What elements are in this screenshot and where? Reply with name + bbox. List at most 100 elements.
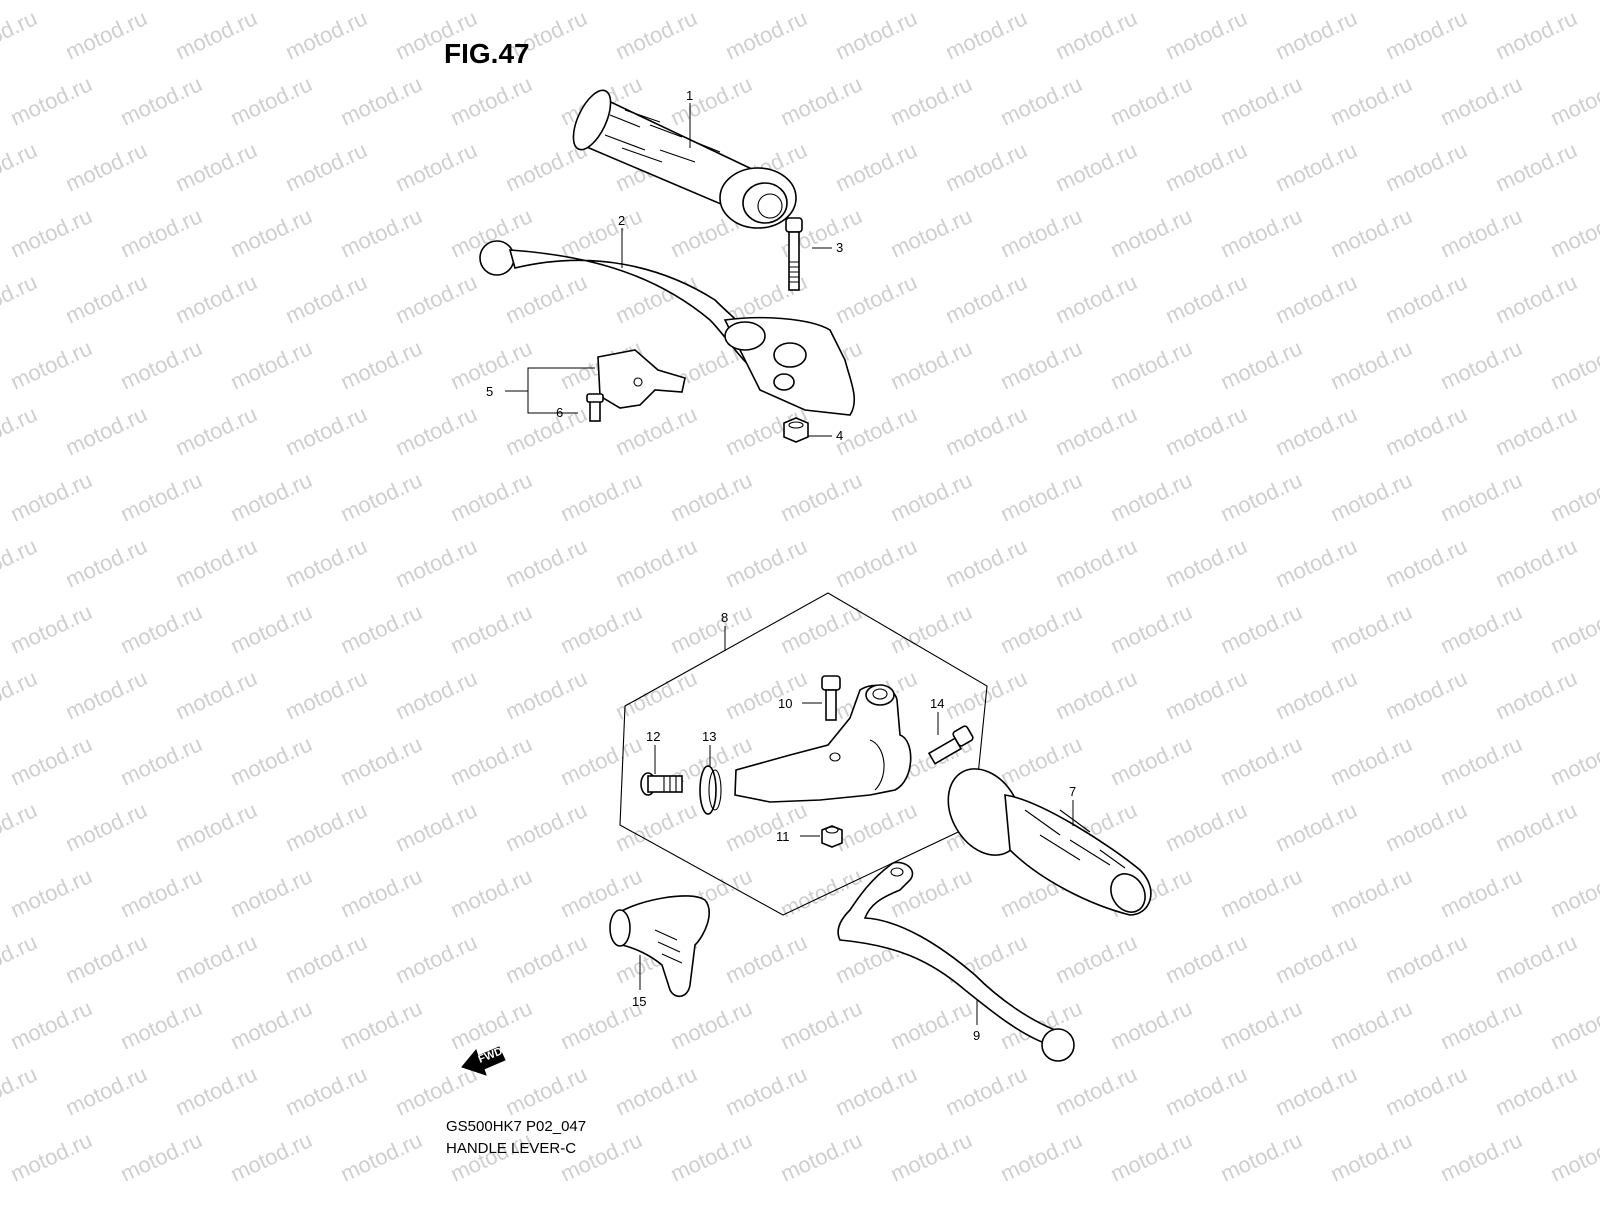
- watermark-text: motod.ru: [667, 995, 756, 1054]
- callout-10: 10: [778, 696, 792, 711]
- watermark-text: motod.ru: [227, 335, 316, 394]
- watermark-text: motod.ru: [612, 1061, 701, 1120]
- watermark-text: motod.ru: [942, 1061, 1031, 1120]
- watermark-text: motod.ru: [1162, 269, 1251, 328]
- watermark-text: motod.ru: [227, 863, 316, 922]
- watermark-text: motod.ru: [7, 71, 96, 130]
- watermark-text: motod.ru: [1217, 599, 1306, 658]
- watermark-text: motod.ru: [887, 995, 976, 1054]
- watermark-text: motod.ru: [1382, 1061, 1471, 1120]
- callout-11: 11: [776, 829, 790, 844]
- watermark-layer: motod.ru motod.ru motod.ru motod.ru motod.ru…: [0, 5, 1600, 1186]
- screw-icon: [586, 393, 604, 422]
- callout-8: 8: [721, 610, 728, 625]
- watermark-text: motod.ru: [612, 533, 701, 592]
- watermark-text: motod.ru: [1052, 269, 1141, 328]
- watermark-text: motod.ru: [62, 137, 151, 196]
- watermark-text: motod.ru: [172, 1061, 261, 1120]
- watermark-text: motod.ru: [1107, 71, 1196, 130]
- lever-holder-icon: [734, 684, 912, 803]
- watermark-text: motod.ru: [1217, 203, 1306, 262]
- watermark-text: motod.ru: [557, 203, 646, 262]
- watermark-text: motod.ru: [1272, 665, 1361, 724]
- watermark-text: motod.ru: [1107, 467, 1196, 526]
- watermark-text: motod.ru: [172, 269, 261, 328]
- watermark-text: motod.ru: [1162, 533, 1251, 592]
- figure-title: FIG.47: [444, 38, 530, 69]
- watermark-text: motod.ru: [722, 797, 811, 856]
- watermark-text: motod.ru: [502, 401, 591, 460]
- watermark-text: motod.ru: [7, 995, 96, 1054]
- grip-icon: [947, 768, 1152, 916]
- watermark-text: motod.ru: [1052, 401, 1141, 460]
- watermark-text: motod.ru: [1492, 5, 1581, 64]
- watermark-text: motod.ru: [667, 1127, 756, 1186]
- watermark-text: motod.ru: [997, 71, 1086, 130]
- watermark-text: motod.ru: [1437, 335, 1526, 394]
- watermark-text: motod.ru: [282, 797, 371, 856]
- watermark-text: motod.ru: [942, 401, 1031, 460]
- watermark-text: motod.ru: [1052, 929, 1141, 988]
- watermark-text: motod.ru: [1492, 929, 1581, 988]
- watermark-text: motod.ru: [7, 731, 96, 790]
- watermark-text: motod.ru: [1162, 665, 1251, 724]
- watermark-text: motod.ru: [722, 665, 811, 724]
- watermark-text: motod.ru: [227, 1127, 316, 1186]
- kit-outline: [619, 592, 988, 916]
- watermark-text: motod.ru: [1492, 665, 1581, 724]
- watermark-text: motod.ru: [612, 5, 701, 64]
- watermark-text: motod.ru: [172, 665, 261, 724]
- watermark-text: motod.ru: [942, 533, 1031, 592]
- callout-9: 9: [973, 1028, 980, 1043]
- watermark-text: motod.ru: [0, 401, 41, 460]
- watermark-text: motod.ru: [832, 797, 921, 856]
- watermark-text: motod.ru: [447, 599, 536, 658]
- watermark-text: motod.ru: [1382, 269, 1471, 328]
- brake-lever-icon: [479, 240, 855, 416]
- callout-12: 12: [646, 729, 660, 744]
- watermark-text: motod.ru: [777, 71, 866, 130]
- callout-13: 13: [702, 729, 716, 744]
- watermark-text: motod.ru: [337, 467, 426, 526]
- watermark-text: motod.ru: [1217, 1127, 1306, 1186]
- watermark-text: motod.ru: [117, 995, 206, 1054]
- watermark-text: motod.ru: [997, 599, 1086, 658]
- watermark-text: motod.ru: [1107, 995, 1196, 1054]
- watermark-text: motod.ru: [447, 467, 536, 526]
- watermark-text: motod.ru: [1052, 5, 1141, 64]
- figure-code: GS500HK7 P02_047: [446, 1118, 587, 1135]
- watermark-text: motod.ru: [0, 665, 41, 724]
- watermark-text: motod.ru: [1492, 1061, 1581, 1120]
- watermark-text: motod.ru: [62, 929, 151, 988]
- watermark-text: motod.ru: [887, 467, 976, 526]
- callout-labels: 1 2 3 4 5 6 7 8 9 10 11 12 13 14 15: [486, 88, 1076, 1043]
- watermark-text: motod.ru: [0, 929, 41, 988]
- watermark-text: motod.ru: [667, 467, 756, 526]
- watermark-text: motod.ru: [997, 731, 1086, 790]
- watermark-text: motod.ru: [1272, 533, 1361, 592]
- watermark-text: motod.ru: [1547, 1127, 1600, 1186]
- watermark-text: motod.ru: [1162, 5, 1251, 64]
- watermark-text: motod.ru: [1052, 1061, 1141, 1120]
- screw-14-icon: [927, 725, 974, 765]
- watermark-text: motod.ru: [1217, 71, 1306, 130]
- watermark-text: motod.ru: [1162, 1061, 1251, 1120]
- watermark-text: motod.ru: [1272, 269, 1361, 328]
- watermark-text: motod.ru: [392, 533, 481, 592]
- watermark-text: motod.ru: [502, 665, 591, 724]
- watermark-text: motod.ru: [117, 731, 206, 790]
- watermark-text: motod.ru: [7, 335, 96, 394]
- watermark-text: motod.ru: [887, 599, 976, 658]
- watermark-text: motod.ru: [1162, 797, 1251, 856]
- watermark-text: motod.ru: [447, 71, 536, 130]
- watermark-text: motod.ru: [1272, 929, 1361, 988]
- watermark-text: motod.ru: [777, 995, 866, 1054]
- callout-7: 7: [1069, 784, 1076, 799]
- watermark-text: motod.ru: [722, 1061, 811, 1120]
- watermark-text: motod.ru: [282, 269, 371, 328]
- watermark-text: motod.ru: [1547, 203, 1600, 262]
- watermark-text: motod.ru: [1052, 533, 1141, 592]
- leader-lines: [505, 103, 1074, 1025]
- watermark-text: motod.ru: [1217, 335, 1306, 394]
